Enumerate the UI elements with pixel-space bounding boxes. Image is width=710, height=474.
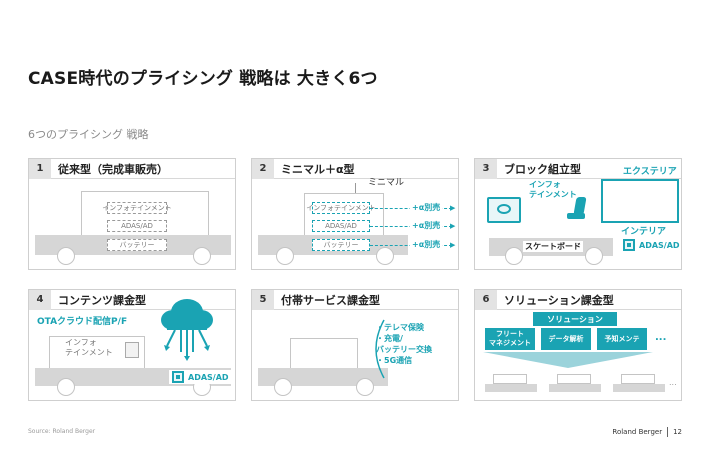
panel-number: 1 xyxy=(29,159,51,179)
interior-label: インテリア xyxy=(621,227,667,237)
panel-title: ソリューション課金型 xyxy=(504,293,614,307)
service-item: ・テレマ保険 xyxy=(376,323,424,332)
panel-header: 1 従来型（完成車販売） xyxy=(29,159,235,179)
solution-item: 予知メンテ xyxy=(597,328,647,350)
solution-header: ソリューション xyxy=(533,312,617,326)
exterior-box xyxy=(601,179,679,223)
minimal-pointer xyxy=(355,183,356,193)
panel-number: 4 xyxy=(29,290,51,310)
panel-title: 付帯サービス課金型 xyxy=(281,293,380,307)
page-number: 12 xyxy=(673,428,682,436)
fleet-dots: ... xyxy=(669,378,677,387)
fleet-car xyxy=(485,374,537,396)
chip-icon xyxy=(172,371,184,383)
service-item-text: テレマ保険 xyxy=(384,323,424,332)
adas-label: ADAS/AD xyxy=(188,372,229,382)
solution-funnel-arrow xyxy=(483,352,653,368)
document-icon xyxy=(125,342,139,358)
panel-header: 6 ソリューション課金型 xyxy=(475,290,681,310)
adas-box: ADAS/AD xyxy=(312,220,370,232)
page-title: CASE時代のプライシング 戦略は 大きく6つ xyxy=(28,69,378,89)
exterior-label: エクステリア xyxy=(623,167,677,177)
arrow-head-icon: ▶ xyxy=(450,204,456,212)
panel-title: ブロック組立型 xyxy=(504,162,581,176)
car-wheel xyxy=(274,378,292,396)
panel-title: コンテンツ課金型 xyxy=(58,293,146,307)
seat-icon xyxy=(567,197,587,223)
car-wheel xyxy=(193,247,211,265)
screen-icon xyxy=(487,197,521,223)
extra-sale-label: +α別売 xyxy=(410,239,443,250)
car-cabin xyxy=(290,338,358,370)
panel-6: 6 ソリューション課金型 ソリューション フリート マネジメント データ解析 予… xyxy=(474,289,682,401)
arrow-head-icon: ▶ xyxy=(450,241,456,249)
service-item: ・充電/ バッテリー交換 xyxy=(376,334,432,354)
panel-header: 4 コンテンツ課金型 xyxy=(29,290,235,310)
fleet-car xyxy=(549,374,601,396)
panel-title: ミニマル＋α型 xyxy=(281,162,355,176)
infotainment-box: インフォテインメント xyxy=(102,202,172,214)
panel-number: 2 xyxy=(252,159,274,179)
skateboard-label: スケートボード xyxy=(523,241,583,252)
service-item-text: 充電/ バッテリー交換 xyxy=(376,334,432,354)
adas-box: ADAS/AD xyxy=(107,220,167,232)
panel-header: 3 ブロック組立型 xyxy=(475,159,681,179)
infotainment-label: インフォ テインメント xyxy=(529,180,577,199)
chip-icon xyxy=(623,239,635,251)
cloud-icon xyxy=(161,299,213,361)
panel-5: 5 付帯サービス課金型 ・テレマ保険 ・充電/ バッテリー交換 ・5G通信 xyxy=(251,289,459,401)
car-wheel xyxy=(505,247,523,265)
panel-2: 2 ミニマル＋α型 ミニマル インフォテインメント ADAS/AD バッテリー … xyxy=(251,158,459,270)
brand-name: Roland Berger xyxy=(612,428,663,436)
car-wheel xyxy=(57,378,75,396)
adas-label: ADAS/AD xyxy=(639,240,680,250)
car-wheel xyxy=(276,247,294,265)
car-wheel xyxy=(376,247,394,265)
footer-divider xyxy=(667,427,669,437)
adas-badge: ADAS/AD xyxy=(169,370,232,384)
solution-dots: ... xyxy=(655,332,667,343)
infotainment-box: インフォテインメント xyxy=(306,202,376,214)
panel-4: 4 コンテンツ課金型 OTAクラウド配信P/F インフォ テインメント ADAS… xyxy=(28,289,236,401)
panel-number: 3 xyxy=(475,159,497,179)
extra-sale-label: +α別売 xyxy=(410,202,443,213)
car-wheel xyxy=(57,247,75,265)
battery-box: バッテリー xyxy=(107,239,167,251)
battery-box: バッテリー xyxy=(312,239,370,251)
adas-badge: ADAS/AD xyxy=(623,239,680,251)
minimal-label: ミニマル xyxy=(368,178,405,188)
footer-brand: Roland Berger 12 xyxy=(612,427,682,437)
source-note: Source: Roland Berger xyxy=(28,428,96,435)
panel-title: 従来型（完成車販売） xyxy=(58,162,168,176)
solution-item: フリート マネジメント xyxy=(485,328,535,350)
panel-1: 1 従来型（完成車販売） インフォテインメント ADAS/AD バッテリー xyxy=(28,158,236,270)
panel-number: 5 xyxy=(252,290,274,310)
ota-label: OTAクラウド配信P/F xyxy=(37,317,128,327)
car-wheel xyxy=(356,378,374,396)
service-bracket xyxy=(375,319,385,379)
arrow-head-icon: ▶ xyxy=(450,222,456,230)
panel-header: 2 ミニマル＋α型 xyxy=(252,159,458,179)
infotainment-label: インフォ テインメント xyxy=(65,338,113,357)
service-item: ・5G通信 xyxy=(376,356,413,365)
page-subtitle: 6つのプライシング 戦略 xyxy=(28,128,149,141)
panel-number: 6 xyxy=(475,290,497,310)
panel-header: 5 付帯サービス課金型 xyxy=(252,290,458,310)
service-list: ・テレマ保険 ・充電/ バッテリー交換 ・5G通信 xyxy=(376,322,432,366)
panel-3: 3 ブロック組立型 エクステリア インフォ テインメント インテリア スケートボ… xyxy=(474,158,682,270)
fleet-car xyxy=(613,374,665,396)
car-wheel xyxy=(585,247,603,265)
solution-item: データ解析 xyxy=(541,328,591,350)
service-item-text: 5G通信 xyxy=(384,356,413,365)
extra-sale-label: +α別売 xyxy=(410,220,443,231)
